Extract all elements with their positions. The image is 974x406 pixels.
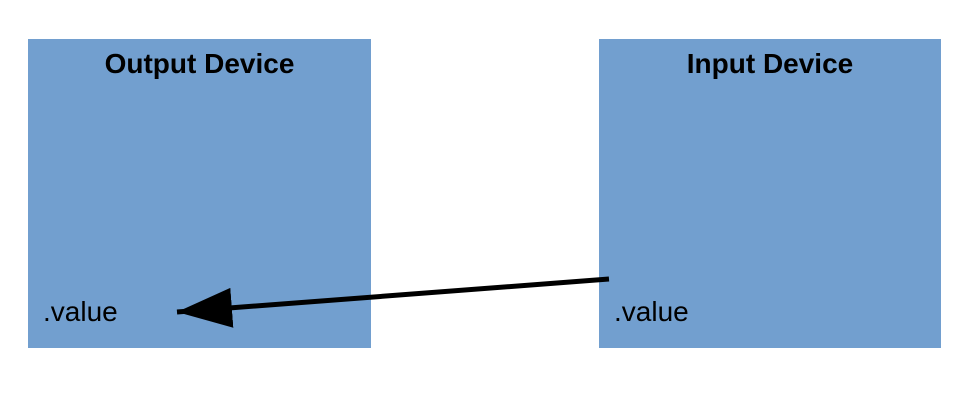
output-device-title: Output Device [104, 48, 295, 79]
output-device-properties: .value .values .source [43, 212, 135, 406]
input-device-title: Input Device [686, 48, 854, 79]
property-value: .value [43, 296, 118, 327]
input-device-properties: .value .values [614, 212, 703, 406]
output-device-box: Output Device .value .values .source [28, 39, 371, 348]
input-device-box: Input Device .value .values [599, 39, 941, 348]
property-value: .value [614, 296, 689, 327]
